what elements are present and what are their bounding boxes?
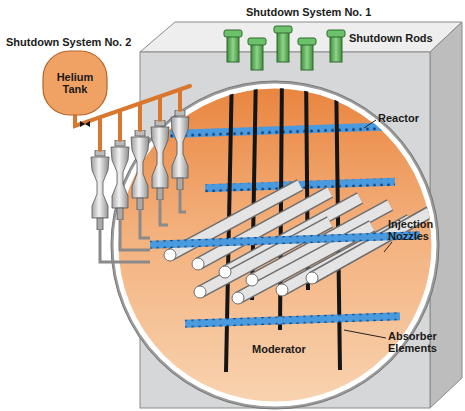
rod-drive [277,32,289,62]
pipe [100,230,150,262]
part-label: Injection Nozzles [388,218,450,242]
tank-label: Helium Tank [51,71,99,95]
rod-drive [301,44,313,70]
tank-node: Helium Tank [42,50,108,116]
injection-nozzle [150,231,420,248]
injection-nozzle [170,122,400,138]
header-drop [98,119,102,150]
channel-end [276,284,288,296]
helium-valve [80,121,90,127]
header-drop [118,112,122,140]
channel-end [306,272,318,284]
channel-end [219,266,231,278]
rod-drive-cap [224,30,242,37]
absorber-element [336,70,340,370]
pipe [180,190,186,212]
leader-line [364,120,376,128]
poison-tank [111,140,129,220]
header-drop [158,98,162,120]
part-label: Shutdown System No. 1 [246,6,386,18]
pipe [140,210,150,238]
rod-drive-cap [274,26,292,33]
rod-drive-cap [298,38,316,45]
pipe [120,220,150,250]
channel-end [232,292,244,304]
rod-drive [227,36,239,62]
rod-drive-cap [248,38,266,45]
header-drop [138,105,142,130]
channel-end [246,274,258,286]
channel-ends [164,249,318,304]
rod-drive [330,36,342,62]
poison-tank [131,130,149,210]
part-label: Shutdown Rods [349,32,439,44]
channel-end [192,258,204,270]
calandria-shell [111,81,439,409]
part-label: Moderator [252,343,322,355]
leader-line [384,242,392,252]
moderator-tank [116,86,434,404]
part-label: Reactor [378,112,438,124]
header-drop [178,91,182,110]
injection-nozzle [185,312,400,327]
poison-tank [151,120,169,200]
poison-tank [171,110,189,190]
rod-drive-cap [327,30,345,37]
channel-end [164,249,176,261]
tank-body [43,51,107,115]
channel-end [194,286,206,298]
leader-line [344,330,386,338]
shutdown-rod-drives [224,26,345,70]
part-label: Shutdown System No. 2 [6,36,146,48]
poison-tank [91,150,109,230]
rod-drive [251,44,263,70]
pipe [160,200,168,225]
part-label: Absorber Elements [388,330,450,354]
